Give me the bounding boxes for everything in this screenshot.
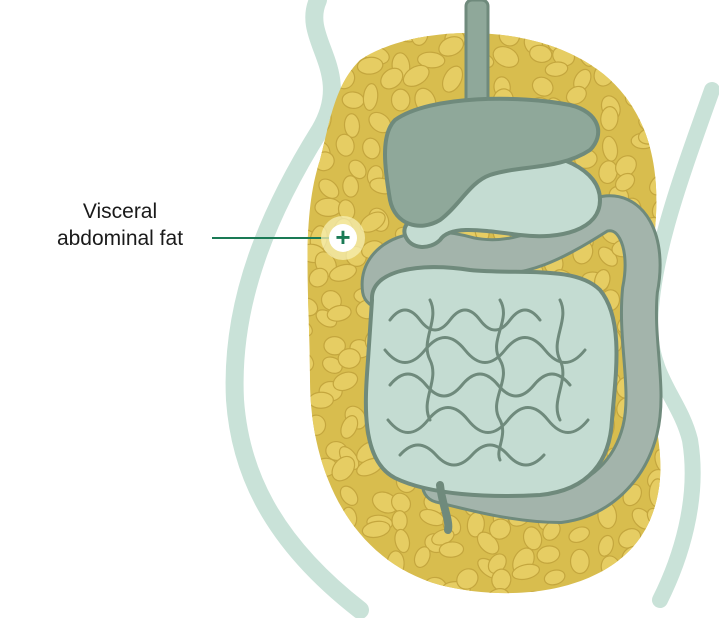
fat-cell <box>311 508 336 539</box>
fat-cell <box>439 600 461 618</box>
fat-cell <box>574 603 597 618</box>
fat-cell <box>374 604 398 618</box>
fat-cell <box>277 367 298 382</box>
fat-cell <box>332 36 360 55</box>
fat-cell <box>621 69 642 94</box>
fat-cell <box>594 36 621 62</box>
fat-cell <box>660 92 690 115</box>
fat-cell <box>614 37 644 67</box>
fat-cell <box>572 16 598 45</box>
fat-cell <box>385 583 412 611</box>
fat-cell <box>653 111 678 133</box>
fat-cell <box>286 26 305 49</box>
fat-cell <box>284 338 310 365</box>
fat-cell <box>279 254 302 275</box>
fat-cell <box>661 290 686 313</box>
plus-icon: + <box>335 222 350 252</box>
fat-cell <box>570 549 589 573</box>
fat-cell <box>646 528 671 554</box>
fat-cell <box>315 198 342 216</box>
callout-label-line2: abdominal fat <box>40 225 200 252</box>
fat-cell <box>392 511 407 531</box>
fat-cell <box>282 590 312 618</box>
fat-cell <box>391 575 417 597</box>
fat-cell <box>342 175 359 197</box>
fat-cell <box>337 21 352 47</box>
callout-label: Visceral abdominal fat <box>40 198 200 252</box>
fat-cell <box>616 575 637 604</box>
fat-cell <box>304 477 331 505</box>
callout-marker[interactable]: + <box>321 216 365 260</box>
fat-cell <box>548 604 574 618</box>
fat-cell <box>404 593 434 618</box>
fat-cell <box>283 421 307 449</box>
fat-cell <box>649 479 666 507</box>
fat-cell <box>586 584 615 612</box>
fat-cell <box>288 400 314 426</box>
fat-cell <box>601 30 622 57</box>
fat-cell <box>287 579 311 606</box>
fat-cell <box>340 549 368 574</box>
fat-cell <box>598 567 625 596</box>
fat-cell <box>289 485 320 507</box>
fat-cell <box>651 76 667 97</box>
fat-cell <box>518 588 545 618</box>
fat-cell <box>278 428 307 456</box>
fat-cell <box>272 461 300 485</box>
fat-cell <box>290 66 313 84</box>
fat-cell <box>473 602 493 618</box>
callout-label-line1: Visceral <box>40 198 200 225</box>
fat-cell <box>291 91 316 109</box>
fat-cell <box>309 392 334 409</box>
fat-cell <box>391 89 410 111</box>
fat-cell <box>334 523 355 548</box>
fat-cell <box>640 20 668 46</box>
fat-cell <box>624 599 645 618</box>
fat-cell <box>641 42 668 64</box>
fat-cell <box>359 579 379 604</box>
fat-cell <box>362 23 380 45</box>
fat-cell <box>324 537 348 558</box>
fat-cell <box>580 578 607 605</box>
fat-cell <box>387 551 404 577</box>
fat-cell <box>630 28 658 55</box>
fat-cell <box>272 44 300 76</box>
